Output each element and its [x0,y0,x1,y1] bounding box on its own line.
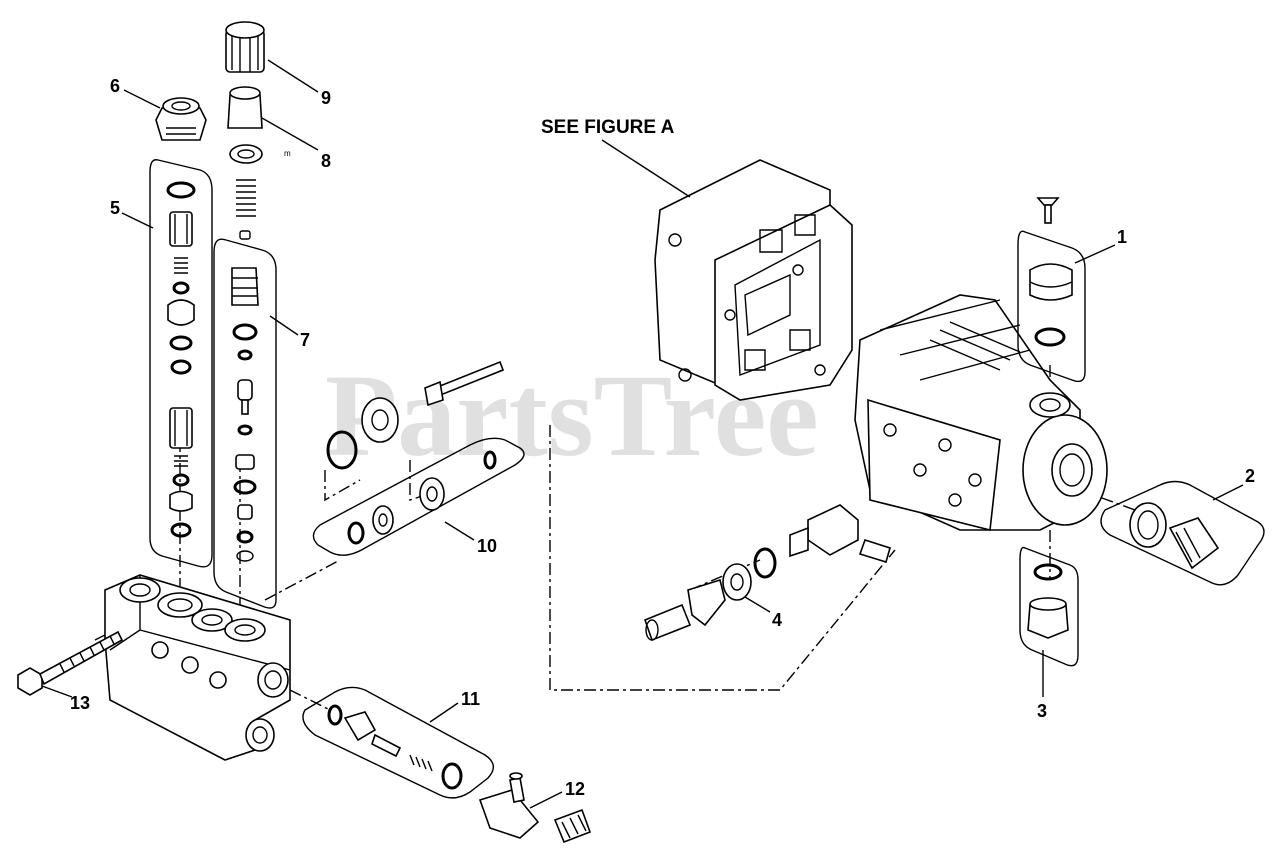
callout-11: 11 [461,689,480,709]
callout-6: 6 [110,76,120,96]
upper-fittings: m [155,21,291,240]
callout-8: 8 [321,151,331,171]
callout-3: 3 [1037,701,1047,721]
part-12 [478,772,592,844]
kit-panel-11 [302,686,494,799]
kit-panel-10 [312,360,525,556]
callout-1: 1 [1117,227,1127,247]
kit-panel-3 [1019,546,1079,667]
kit-panel-1 [1017,197,1086,383]
callout-10: 10 [477,536,497,556]
callout-7: 7 [300,330,310,350]
kit-panel-7 [213,238,277,609]
callout-4: 4 [772,610,782,630]
pump-crankcase [854,294,1108,531]
callout-5: 5 [110,198,120,218]
callout-2: 2 [1245,466,1255,486]
leader-lines [41,59,1244,809]
assembly-lines [94,365,1136,711]
see-figure-a-label: SEE FIGURE A [541,117,675,138]
kit-panel-2 [1100,480,1265,586]
callout-9: 9 [321,88,331,108]
callout-12: 12 [565,779,585,799]
figure-a-housing [654,159,853,401]
svg-text:m: m [284,149,291,158]
callout-13: 13 [70,693,90,713]
manifold [104,574,291,761]
callouts: SEE FIGURE A 1 2 3 4 5 6 7 8 9 10 11 12 … [70,76,1255,799]
plunger-parts-4 [643,504,891,642]
kit-panel-5 [149,159,213,568]
bolt-13 [17,630,124,696]
